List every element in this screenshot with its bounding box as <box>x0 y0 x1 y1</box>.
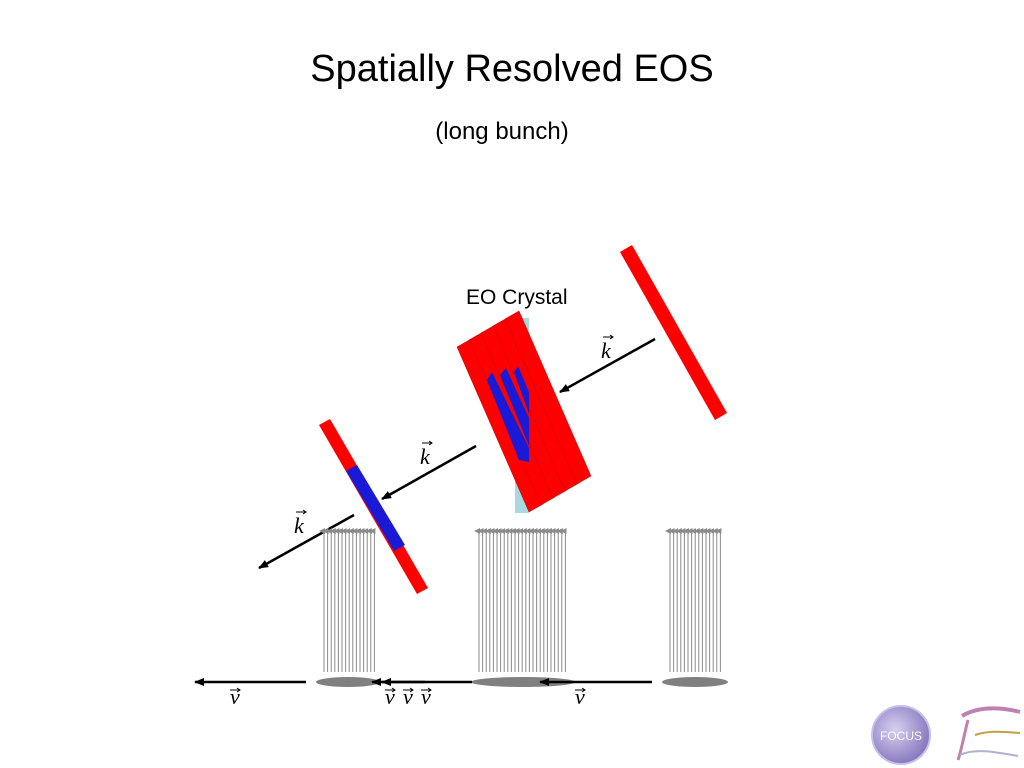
slide-title: Spatially Resolved EOS <box>310 48 714 90</box>
laser-pulse-in-crystal <box>456 310 592 513</box>
focus-logo: FOCUS <box>871 705 931 765</box>
k-arrow-middle <box>381 444 477 501</box>
slide-subtitle: (long bunch) <box>435 118 569 145</box>
svg-text:v: v <box>403 684 413 709</box>
svg-text:FOCUS: FOCUS <box>880 729 922 743</box>
incoming-laser-pulse <box>620 245 727 420</box>
fel-logo <box>956 706 1021 761</box>
v-vector-label-4: v <box>421 684 432 709</box>
svg-text:v: v <box>421 684 431 709</box>
electron-bunch-right <box>662 677 728 687</box>
field-lines-right <box>665 528 722 672</box>
svg-text:k: k <box>420 444 431 469</box>
k-vector-label-2: k <box>420 440 433 469</box>
field-lines-left <box>319 528 376 672</box>
svg-text:v: v <box>385 684 395 709</box>
v-vector-label-3: v <box>403 684 414 709</box>
k-arrow-outgoing <box>258 513 355 570</box>
svg-text:k: k <box>601 338 612 363</box>
electron-bunch-left <box>316 677 380 687</box>
svg-text:v: v <box>230 684 240 709</box>
svg-text:k: k <box>294 513 305 538</box>
k-vector-label-1: k <box>601 334 614 363</box>
v-vector-label-5: v <box>575 684 586 709</box>
v-vector-label-2: v <box>385 684 396 709</box>
field-lines-middle <box>474 528 567 672</box>
v-vector-label-1: v <box>230 684 241 709</box>
electron-bunch-middle <box>471 677 575 687</box>
k-vector-label-3: k <box>294 509 307 538</box>
svg-text:v: v <box>575 684 585 709</box>
eo-crystal-label: EO Crystal <box>466 286 568 309</box>
outgoing-encoded-pulse <box>319 419 428 594</box>
k-arrow-incoming <box>559 337 656 394</box>
